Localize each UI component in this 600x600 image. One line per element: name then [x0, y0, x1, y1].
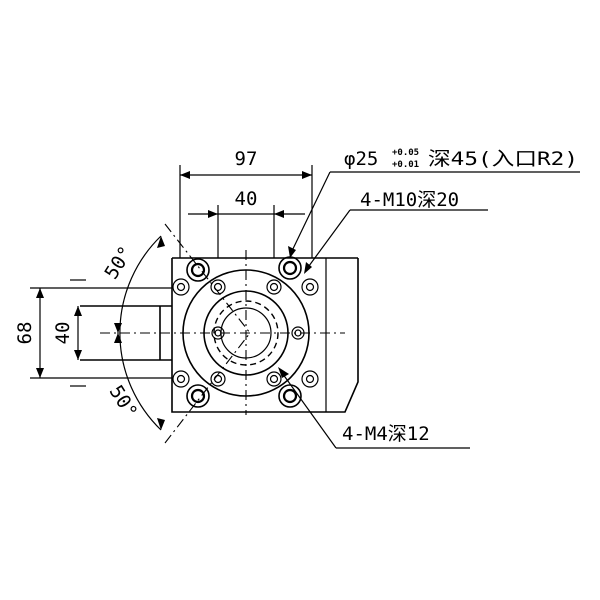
- bore-suffix: 深45(入口R2): [428, 148, 578, 170]
- dim-68-label: 68: [14, 322, 36, 345]
- bore-tol-upper: +0.05: [392, 148, 419, 158]
- m10-holes: [186, 256, 302, 408]
- callout-bore: φ25 +0.05 +0.01 深45(入口R2): [288, 148, 580, 258]
- m10-hole: [186, 258, 210, 282]
- m10-hole: [278, 256, 302, 280]
- dim-40-top-label: 40: [235, 188, 258, 210]
- m4-hole: [210, 371, 226, 387]
- dimension-68: 68: [14, 287, 172, 379]
- dim-40-left-label: 40: [52, 322, 74, 345]
- m4-holes: [210, 279, 305, 387]
- callout-m10: 4-M10深20: [304, 189, 488, 274]
- m4-hole: [266, 371, 282, 387]
- m4-hole: [291, 326, 305, 340]
- m10-hole: [186, 384, 210, 408]
- m4-callout-label: 4-M4深12: [342, 423, 430, 445]
- dimension-40-top: 40: [188, 188, 305, 258]
- callout-m4: 4-M4深12: [278, 367, 470, 449]
- m10-callout-label: 4-M10深20: [360, 189, 459, 211]
- dimension-40-left: 40: [52, 279, 86, 387]
- m4-hole: [211, 326, 225, 340]
- dim-97-label: 97: [235, 148, 258, 170]
- bore-tol-lower: +0.01: [392, 160, 419, 170]
- m4-hole: [210, 279, 226, 295]
- dimension-97: 97: [179, 148, 313, 258]
- side-holes: [172, 278, 319, 388]
- bore-prefix: φ25: [344, 148, 378, 170]
- m10-hole: [278, 384, 302, 408]
- angle-bottom-label: 50°: [105, 381, 142, 422]
- m4-hole: [266, 279, 282, 295]
